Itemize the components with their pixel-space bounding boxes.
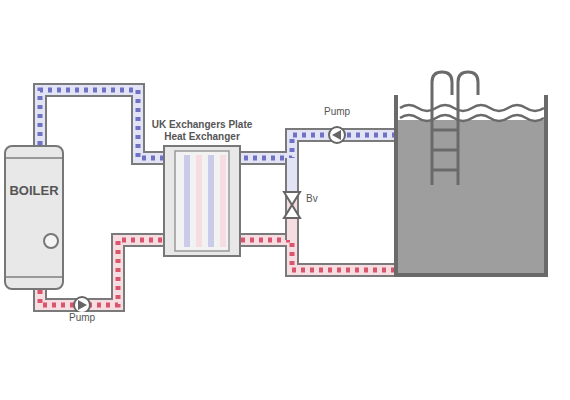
bypass-valve bbox=[284, 192, 300, 218]
tank-band bbox=[6, 276, 62, 278]
pump-label: Pump bbox=[67, 312, 97, 324]
valve-label: Bv bbox=[304, 193, 320, 205]
swimming-pool bbox=[396, 95, 546, 275]
pool-ladder bbox=[432, 72, 478, 185]
boiler-dial bbox=[43, 233, 59, 249]
boiler-tank: BOILER bbox=[4, 145, 64, 290]
exchanger-plates bbox=[165, 147, 239, 255]
boiler-pump bbox=[74, 297, 90, 313]
return-pipe bbox=[241, 135, 396, 158]
pool-pump bbox=[329, 127, 345, 143]
pump-label: Pump bbox=[322, 106, 352, 118]
boiler-label: BOILER bbox=[6, 183, 62, 198]
flow-pipe bbox=[241, 240, 396, 270]
exchanger-heading: UK Exchangers Plate Heat Exchanger bbox=[148, 119, 256, 143]
tank-band bbox=[6, 157, 62, 159]
plate-heat-exchanger: UK Exchangers Plate Heat Exchanger bbox=[163, 145, 241, 257]
